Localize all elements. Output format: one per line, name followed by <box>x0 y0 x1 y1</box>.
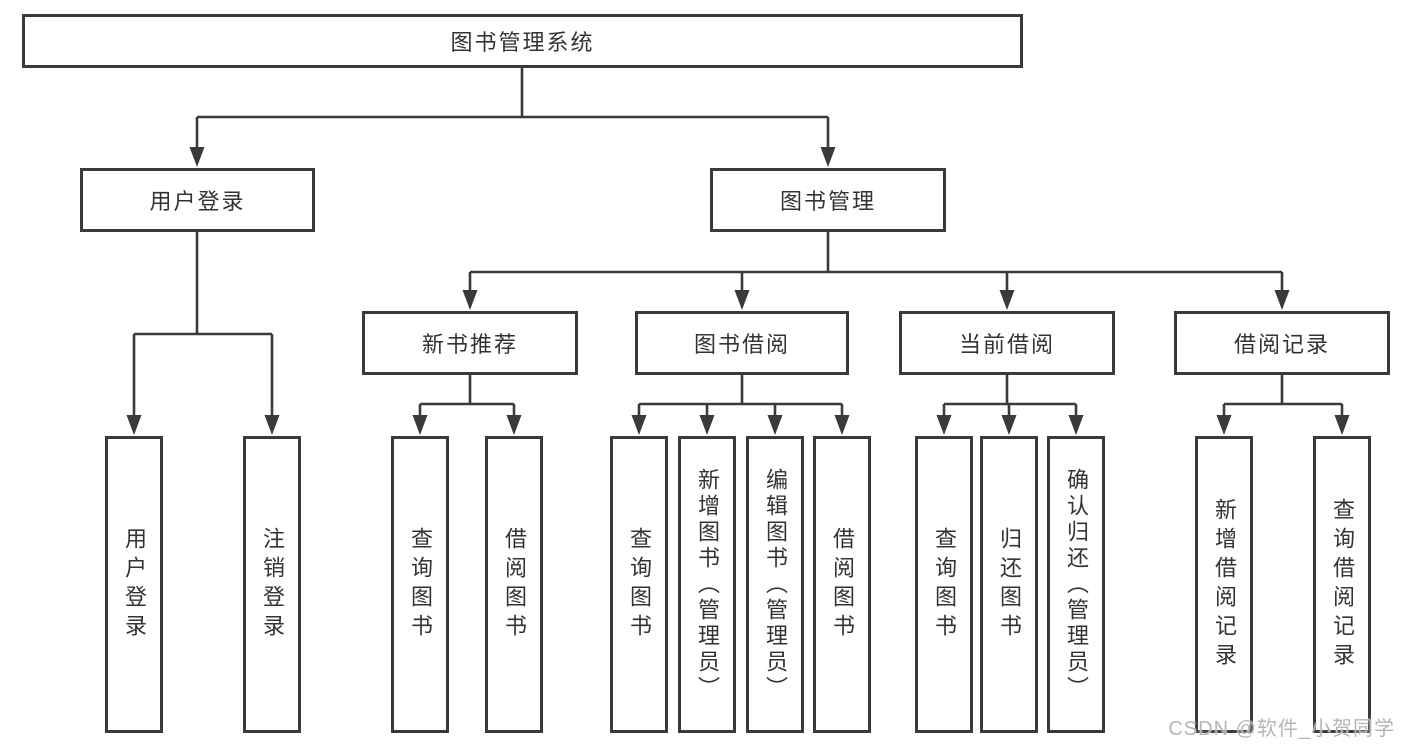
arrowhead <box>412 415 428 435</box>
leaf-add-book-admin-label: 新增图书（管理员） <box>695 467 720 702</box>
connector-bookmgmt-to-level3 <box>462 232 1290 310</box>
arrowhead <box>834 415 850 435</box>
connector-path <box>942 375 1078 418</box>
node-new-book-recommend-label: 新书推荐 <box>421 332 518 357</box>
arrowhead <box>264 415 280 435</box>
connector-newbook-to-leaves <box>412 375 522 435</box>
leaf-query-books-recommend-label: 查询图书 <box>408 526 433 643</box>
leaf-logout-label: 注销登录 <box>260 526 285 643</box>
leaf-return-book: 归还图书 <box>980 436 1038 733</box>
leaf-borrow-books-label: 借阅图书 <box>830 526 855 643</box>
arrowhead <box>126 415 142 435</box>
leaf-edit-book-admin-label: 编辑图书（管理员） <box>763 467 788 702</box>
connector-path <box>468 232 1284 296</box>
arrowhead <box>1216 415 1232 435</box>
leaf-return-book-label: 归还图书 <box>997 526 1022 643</box>
arrowhead <box>462 290 478 310</box>
node-book-borrow: 图书借阅 <box>635 311 849 375</box>
leaf-confirm-return-admin-label: 确认归还（管理员） <box>1064 467 1089 702</box>
arrowhead <box>1274 290 1290 310</box>
leaf-edit-book-admin: 编辑图书（管理员） <box>746 436 804 733</box>
node-book-management-label: 图书管理 <box>779 189 876 214</box>
leaf-query-borrow-record-label: 查询借阅记录 <box>1330 497 1355 672</box>
node-user-login-label: 用户登录 <box>149 189 246 214</box>
arrowhead <box>631 415 647 435</box>
node-root-label: 图书管理系统 <box>450 30 595 55</box>
connector-currentborrow-to-leaves <box>936 375 1084 435</box>
arrowhead <box>999 290 1015 310</box>
connector-path <box>637 375 844 418</box>
arrowhead <box>699 415 715 435</box>
connector-bookborrow-to-leaves <box>631 375 850 435</box>
leaf-add-book-admin: 新增图书（管理员） <box>678 436 736 733</box>
leaf-query-books-current: 查询图书 <box>915 436 973 733</box>
leaf-add-borrow-record: 新增借阅记录 <box>1195 436 1253 733</box>
connector-path <box>195 68 830 152</box>
node-user-login: 用户登录 <box>80 168 315 232</box>
leaf-query-books-recommend: 查询图书 <box>391 436 449 733</box>
leaf-user-login: 用户登录 <box>105 436 163 733</box>
node-borrow-records: 借阅记录 <box>1174 311 1390 375</box>
arrowhead <box>767 415 783 435</box>
connector-path <box>132 232 274 418</box>
connector-root-to-level2 <box>189 68 836 167</box>
connector-userlogin-to-leaves <box>126 232 280 435</box>
leaf-borrow-books-recommend: 借阅图书 <box>485 436 543 733</box>
node-borrow-records-label: 借阅记录 <box>1233 332 1330 357</box>
connector-path <box>1222 375 1344 418</box>
leaf-add-borrow-record-label: 新增借阅记录 <box>1212 497 1237 672</box>
connector-records-to-leaves <box>1216 375 1350 435</box>
node-book-management: 图书管理 <box>710 168 946 232</box>
leaf-query-books-current-label: 查询图书 <box>932 526 957 643</box>
arrowhead <box>189 147 205 167</box>
leaf-confirm-return-admin: 确认归还（管理员） <box>1047 436 1105 733</box>
arrowhead <box>936 415 952 435</box>
arrowhead <box>1068 415 1084 435</box>
arrowhead <box>506 415 522 435</box>
node-root: 图书管理系统 <box>22 14 1023 68</box>
arrowhead <box>734 290 750 310</box>
leaf-query-borrow-record: 查询借阅记录 <box>1313 436 1371 733</box>
leaf-user-login-label: 用户登录 <box>122 526 147 643</box>
leaf-logout: 注销登录 <box>243 436 301 733</box>
arrowhead <box>1001 415 1017 435</box>
node-book-borrow-label: 图书借阅 <box>693 332 790 357</box>
watermark: CSDN @软件_小贺同学 <box>1168 718 1395 740</box>
connector-path <box>418 375 516 418</box>
node-new-book-recommend: 新书推荐 <box>362 311 578 375</box>
leaf-borrow-books: 借阅图书 <box>813 436 871 733</box>
leaf-borrow-books-recommend-label: 借阅图书 <box>502 526 527 643</box>
leaf-query-books-borrow: 查询图书 <box>610 436 668 733</box>
node-current-borrow-label: 当前借阅 <box>958 332 1055 357</box>
node-current-borrow: 当前借阅 <box>899 311 1115 375</box>
leaf-query-books-borrow-label: 查询图书 <box>627 526 652 643</box>
arrowhead <box>1334 415 1350 435</box>
arrowhead <box>820 147 836 167</box>
